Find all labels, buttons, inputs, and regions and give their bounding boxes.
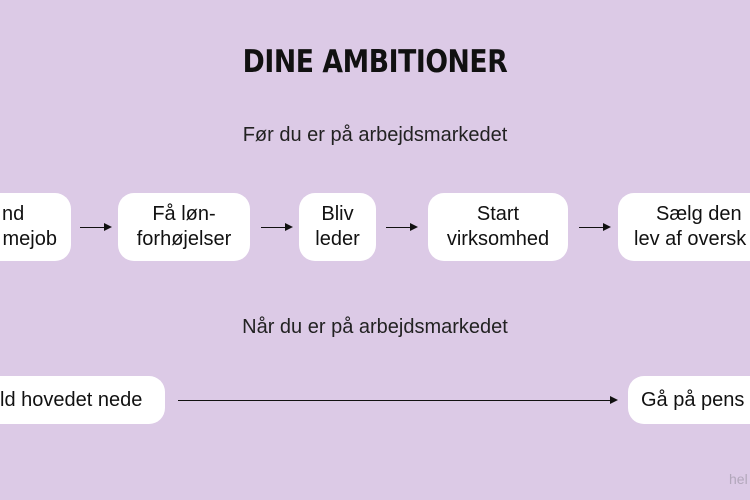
step-box-keep-head-down: ld hovedet nede <box>0 376 165 424</box>
step-label-line2: mejob <box>2 228 57 250</box>
step-label-line1: nd <box>2 203 25 225</box>
page-title: DINE AMBITIONER <box>242 44 508 80</box>
arrow-right-icon <box>386 221 418 233</box>
step-label-line1: Sælg den <box>656 203 742 225</box>
step-box-sell-company: Sælg den lev af oversk <box>618 193 750 261</box>
step-box-raises: Få løn- forhøjelser <box>118 193 250 261</box>
step-label-line1: Bliv <box>321 203 354 225</box>
step-label-line1: Få løn- <box>152 203 216 225</box>
step-label-line2: lev af oversk <box>634 228 747 250</box>
step-label-line1: Start <box>476 203 520 225</box>
arrow-right-icon <box>80 221 112 233</box>
arrow-right-icon <box>579 221 611 233</box>
step-label: ld hovedet nede <box>0 388 143 411</box>
section-heading-before: Før du er på arbejdsmarkedet <box>242 124 508 146</box>
step-box-start-company: Start virksomhed <box>428 193 568 261</box>
step-box-leader: Bliv leder <box>299 193 376 261</box>
step-box-dream-job: nd mejob <box>0 193 71 261</box>
step-label-line2: virksomhed <box>446 228 550 250</box>
step-box-retire: Gå på pens <box>628 376 750 424</box>
step-label: Gå på pens <box>641 388 745 411</box>
step-label-line2: forhøjelser <box>136 228 232 250</box>
section-heading-during: Når du er på arbejdsmarkedet <box>242 316 508 338</box>
arrow-right-icon <box>261 221 293 233</box>
arrow-right-icon <box>178 394 618 406</box>
step-label-line2: leder <box>315 228 360 250</box>
watermark: hel <box>729 471 748 487</box>
